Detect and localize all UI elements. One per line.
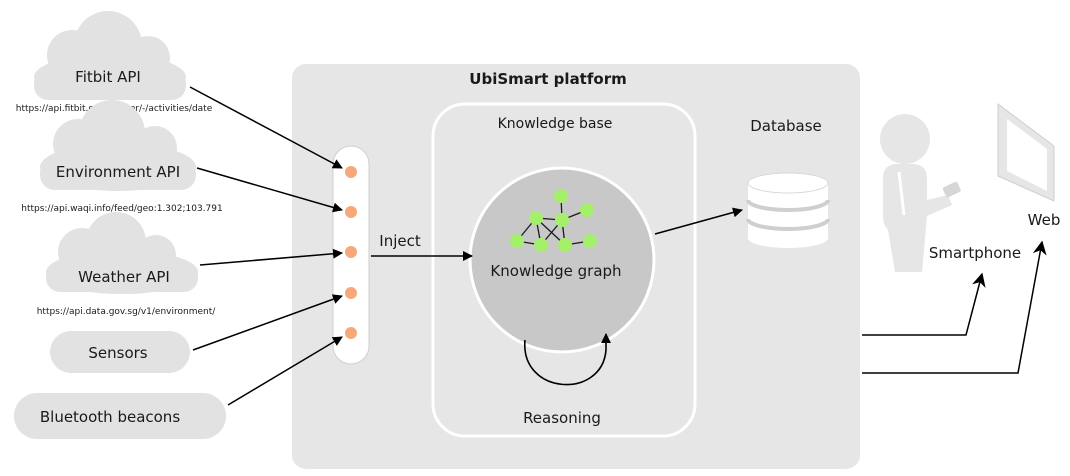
database-icon: Database (746, 117, 830, 248)
knowledge-graph-label: Knowledge graph (490, 262, 621, 280)
inject-port (345, 166, 357, 178)
source-arrows (189, 86, 343, 406)
person-icon (880, 114, 952, 272)
database-label: Database (750, 117, 822, 135)
output-arrows (862, 240, 1047, 374)
graph-node (534, 238, 548, 252)
source-sensors: Sensors (50, 331, 190, 373)
graph-node (558, 238, 572, 252)
inject-port (345, 287, 357, 299)
source-url: https://api.data.gov.sg/v1/environment/ (37, 307, 217, 317)
source-name: Weather API (78, 268, 170, 286)
inject-arrow: Inject (371, 232, 473, 261)
sensors-arrow (192, 294, 343, 351)
weather-arrow (199, 248, 343, 266)
monitor-icon (997, 103, 1055, 202)
source-name: Sensors (88, 344, 147, 362)
source-environment: Environment API https://api.waqi.info/fe… (21, 100, 223, 214)
graph-node (554, 189, 568, 203)
graph-node (555, 213, 569, 227)
smartphone-icon (942, 181, 961, 198)
graph-to-database-arrow (654, 207, 743, 235)
graph-node (510, 234, 524, 248)
inject-port-bar (332, 145, 370, 365)
web-arrow (862, 240, 1047, 374)
inject-port (345, 327, 357, 339)
source-name: Fitbit API (75, 68, 141, 86)
knowledge-graph: Knowledge graph (468, 166, 656, 354)
fitbit-arrow (189, 86, 343, 169)
web-label: Web (1028, 211, 1061, 229)
reasoning-label: Reasoning (523, 409, 601, 427)
graph-node (580, 203, 594, 217)
inject-label: Inject (379, 232, 421, 250)
source-bluetooth-beacons: Bluetooth beacons (14, 393, 226, 439)
environment-arrow (196, 167, 343, 213)
source-url: https://api.waqi.info/feed/geo:1.302;103… (21, 204, 223, 214)
bluetooth-arrow (227, 336, 343, 406)
smartphone-arrow (862, 272, 986, 336)
inject-port (345, 206, 357, 218)
reasoning-loop: Reasoning (523, 333, 611, 427)
source-name: Environment API (56, 163, 180, 181)
source-fitbit: Fitbit API https://api.fitbit.com/1/user… (16, 11, 213, 114)
source-name: Bluetooth beacons (40, 408, 180, 426)
knowledge-base-label: Knowledge base (498, 116, 613, 132)
inject-port (345, 246, 357, 258)
platform-title: UbiSmart platform (469, 70, 626, 88)
smartphone-label: Smartphone (929, 244, 1021, 262)
source-weather: Weather API https://api.data.gov.sg/v1/e… (37, 212, 217, 317)
graph-nodes (510, 189, 597, 252)
graph-node (583, 234, 597, 248)
graph-node (529, 211, 543, 225)
